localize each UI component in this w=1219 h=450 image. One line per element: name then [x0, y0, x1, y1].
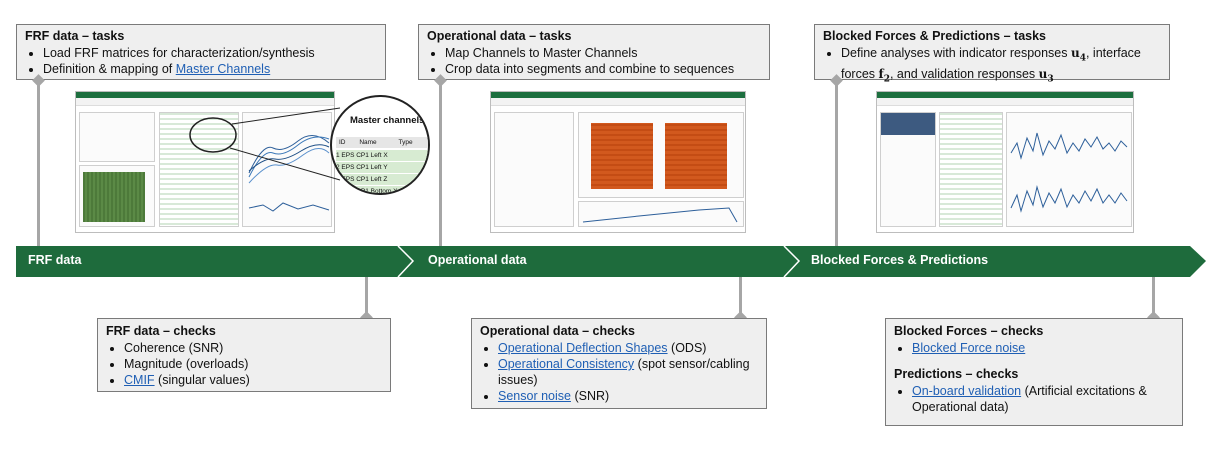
blocked-forces-checks-list: Blocked Force noise: [894, 340, 1174, 356]
predictions-checks-list: On-board validation (Artificial excitati…: [894, 383, 1174, 415]
chevron-arrow-icon: [397, 245, 415, 278]
magnifier-row: 4 EPS CP1 Bottom X: [336, 186, 428, 193]
master-channels-link[interactable]: Master Channels: [175, 62, 271, 76]
operational-consistency-link[interactable]: Operational Consistency: [498, 357, 635, 371]
list-item: Definition & mapping of Master Channels: [43, 61, 377, 77]
operational-top-connector: [439, 80, 442, 246]
heatmap-right: [665, 123, 727, 189]
list-item: Magnitude (overloads): [124, 356, 382, 372]
list-item: On-board validation (Artificial excitati…: [912, 383, 1174, 415]
operational-checks-box: Operational data – checks Operational De…: [471, 318, 767, 409]
analysis-plot-pane: [1006, 112, 1132, 227]
list-item: Operational Deflection Shapes (ODS): [498, 340, 758, 356]
blocked-forces-screenshot: [876, 91, 1134, 233]
analysis-list-pane: [939, 112, 1003, 227]
blocked-forces-bottom-connector: [1152, 277, 1155, 318]
magnifier-title: Master channels: [350, 115, 425, 126]
blocked-forces-top-connector: [835, 80, 838, 246]
frf-checks-box: FRF data – checks Coherence (SNR) Magnit…: [97, 318, 391, 392]
operational-data-screenshot: [490, 91, 746, 233]
magnifier-row: 1 EPS CP1 Left X: [336, 150, 428, 161]
frf-matrix-pane: [79, 165, 155, 227]
operational-timeline-pane: [578, 201, 744, 227]
blocked-forces-tasks-box: Blocked Forces & Predictions – tasks Def…: [814, 24, 1170, 85]
operational-tasks-list: Map Channels to Master Channels Crop dat…: [427, 45, 761, 77]
math-u3: u3: [1038, 67, 1054, 85]
frf-curves: [248, 135, 330, 212]
frf-channel-table: [159, 112, 239, 227]
list-item: CMIF (singular values): [124, 372, 382, 388]
ods-link[interactable]: Operational Deflection Shapes: [498, 341, 668, 355]
analysis-sidebar: [880, 112, 936, 227]
list-item: Operational Consistency (spot sensor/cab…: [498, 356, 758, 388]
heatmap-left: [591, 123, 653, 189]
predictions-checks-title: Predictions – checks: [894, 367, 1019, 381]
cmif-link[interactable]: CMIF: [124, 373, 155, 387]
blocked-forces-checks-title: Blocked Forces – checks: [894, 324, 1044, 338]
blocked-forces-checks-box: Blocked Forces – checks Blocked Force no…: [885, 318, 1183, 426]
magnifier-header-row: ID Name Type: [336, 137, 428, 148]
list-item: Define analyses with indicator responses…: [841, 45, 1161, 88]
operational-checks-list: Operational Deflection Shapes (ODS) Oper…: [480, 340, 758, 404]
frf-data-screenshot: [75, 91, 335, 233]
list-item: Coherence (SNR): [124, 340, 382, 356]
chevron-arrow-icon: [16, 246, 1206, 277]
operational-trend: [582, 207, 738, 223]
list-item: Blocked Force noise: [912, 340, 1174, 356]
sensor-noise-link[interactable]: Sensor noise: [498, 389, 571, 403]
frf-checks-list: Coherence (SNR) Magnitude (overloads) CM…: [106, 340, 382, 388]
frf-matrix-heatmap: [83, 172, 145, 222]
frf-tasks-box: FRF data – tasks Load FRF matrices for c…: [16, 24, 386, 80]
math-u4: u4: [1070, 46, 1086, 64]
stage-label-blocked-forces: Blocked Forces & Predictions: [811, 253, 989, 267]
list-item: Map Channels to Master Channels: [445, 45, 761, 61]
frf-checks-title: FRF data – checks: [106, 324, 216, 338]
list-item: Load FRF matrices for characterization/s…: [43, 45, 377, 61]
operational-tasks-title: Operational data – tasks: [427, 29, 572, 43]
frf-tasks-title: FRF data – tasks: [25, 29, 125, 43]
chevron-arrow-icon: [783, 245, 801, 278]
operational-heatmap-pane: [578, 112, 744, 198]
magnifier-row: 3 EPS CP1 Left Z: [336, 174, 428, 185]
spectrum-plots: [1010, 132, 1128, 213]
frf-tasks-list: Load FRF matrices for characterization/s…: [25, 45, 377, 77]
blocked-forces-tasks-title: Blocked Forces & Predictions – tasks: [823, 29, 1047, 43]
operational-checks-title: Operational data – checks: [480, 324, 635, 338]
list-item: Sensor noise (SNR): [498, 388, 758, 404]
blocked-force-noise-link[interactable]: Blocked Force noise: [912, 341, 1026, 355]
magnifier-icon: Master channels ID Name Type 1 EPS CP1 L…: [330, 95, 430, 195]
operational-bottom-connector: [739, 277, 742, 318]
magnifier-row: 2 EPS CP1 Left Y: [336, 162, 428, 173]
on-board-validation-link[interactable]: On-board validation: [912, 384, 1022, 398]
stage-label-operational: Operational data: [428, 253, 527, 267]
operational-tree-pane: [494, 112, 574, 227]
frf-tree-pane: [79, 112, 155, 162]
math-f2: f2: [878, 67, 890, 85]
frf-top-connector: [37, 80, 40, 246]
frf-bottom-connector: [365, 277, 368, 318]
frf-plot-pane: [242, 112, 332, 227]
blocked-forces-tasks-list: Define analyses with indicator responses…: [823, 45, 1161, 88]
operational-tasks-box: Operational data – tasks Map Channels to…: [418, 24, 770, 80]
stage-label-frf: FRF data: [28, 253, 82, 267]
list-item: Crop data into segments and combine to s…: [445, 61, 761, 77]
